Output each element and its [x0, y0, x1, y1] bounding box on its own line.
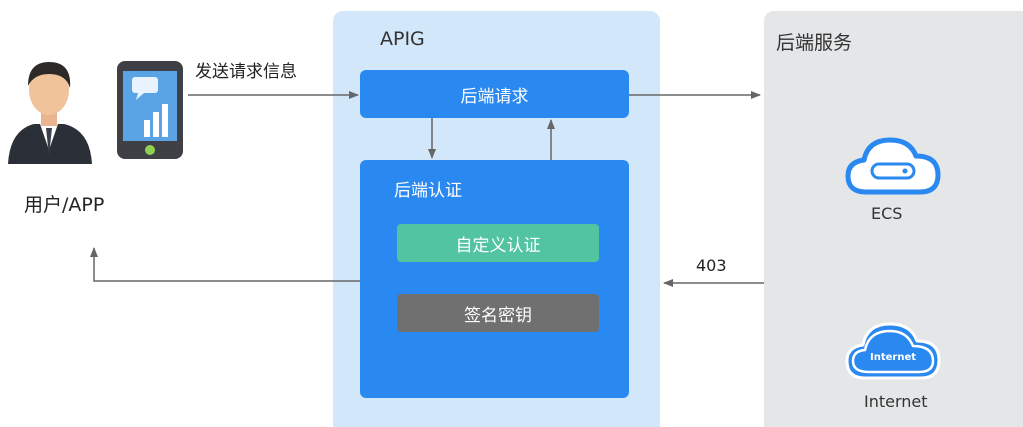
user-app-label: 用户/APP — [24, 194, 105, 216]
mobile-app-icon — [116, 60, 184, 160]
internet-badge-text: Internet — [869, 352, 916, 363]
backend-request-box: 后端请求 — [360, 70, 629, 118]
status-403-label: 403 — [696, 256, 727, 275]
send-request-label: 发送请求信息 — [195, 62, 297, 82]
internet-label: Internet — [864, 392, 928, 411]
internet-cloud-icon: Internet — [843, 318, 943, 384]
return-to-user-arrow — [90, 247, 360, 282]
ecs-label: ECS — [871, 204, 903, 223]
backend-services-title: 后端服务 — [776, 32, 853, 54]
backend-auth-box: 后端认证 自定义认证 签名密钥 — [360, 160, 629, 398]
custom-auth-option: 自定义认证 — [397, 224, 599, 262]
signature-key-option: 签名密钥 — [397, 294, 599, 332]
user-avatar-icon — [4, 52, 94, 164]
backend-auth-title: 后端认证 — [394, 181, 462, 201]
ecs-cloud-icon — [844, 134, 942, 198]
apig-title: APIG — [380, 28, 425, 50]
